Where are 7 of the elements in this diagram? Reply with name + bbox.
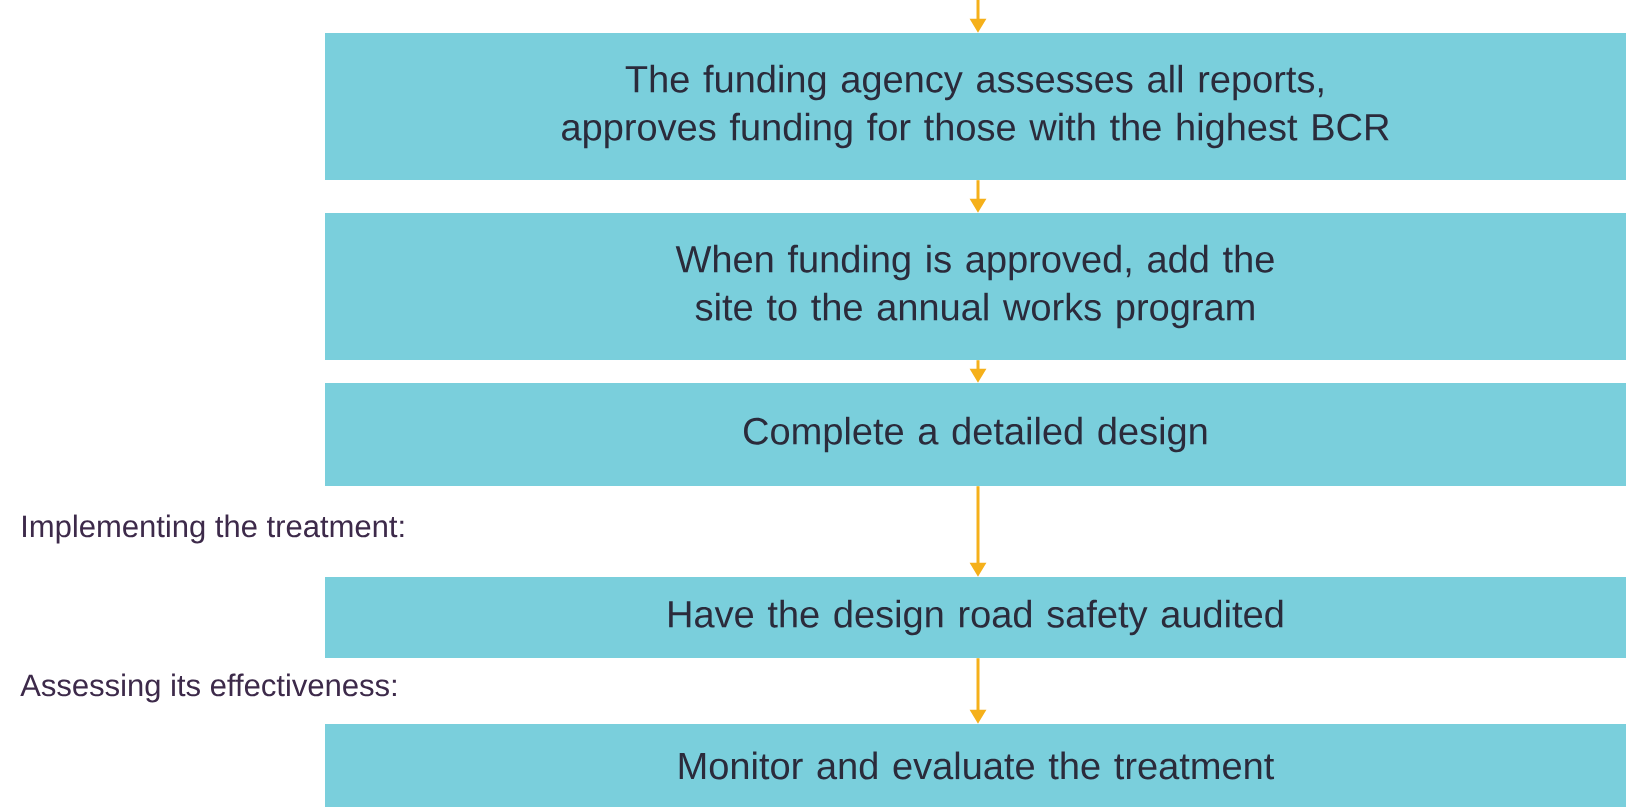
process-box: When funding is approved, add the site to the annual works program — [325, 213, 1626, 360]
process-box: Have the design road safety audited — [325, 577, 1626, 658]
section-label: Implementing the treatment: — [23, 514, 404, 544]
process-box: Monitor and evaluate the treatment — [325, 724, 1626, 807]
process-box: The funding agency assesses all reports, approves funding for those with the highest BCR — [325, 33, 1626, 180]
section-label: Assessing its effectiveness: — [20, 673, 396, 703]
process-box: Complete a detailed design — [325, 383, 1626, 486]
